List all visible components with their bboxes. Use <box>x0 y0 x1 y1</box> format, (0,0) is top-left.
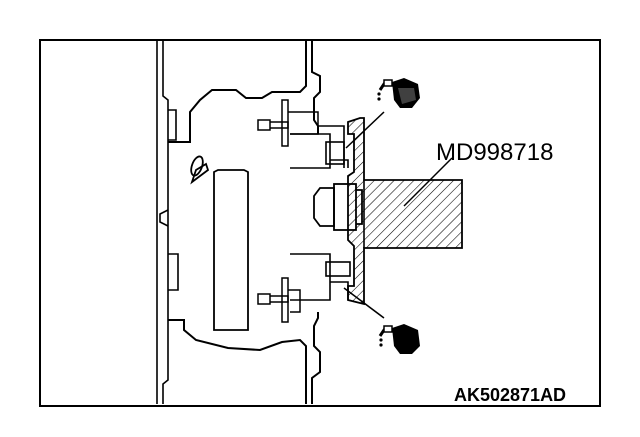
figure-frame <box>39 39 601 407</box>
engine-casing <box>156 40 179 404</box>
seal-lower <box>290 253 351 301</box>
oil-can-icon-bottom <box>378 324 420 354</box>
oil-can-icon-top <box>377 78 420 108</box>
housing-body <box>168 40 321 404</box>
bolt-upper <box>257 99 319 147</box>
tool-number-label: MD998718 <box>436 139 553 166</box>
leader-lines <box>343 111 453 319</box>
inner-cavity <box>190 155 249 331</box>
bolt-lower <box>257 277 301 323</box>
figure-id-label: AK502871AD <box>454 385 566 405</box>
special-tool <box>347 117 463 306</box>
seal-upper <box>290 125 349 169</box>
